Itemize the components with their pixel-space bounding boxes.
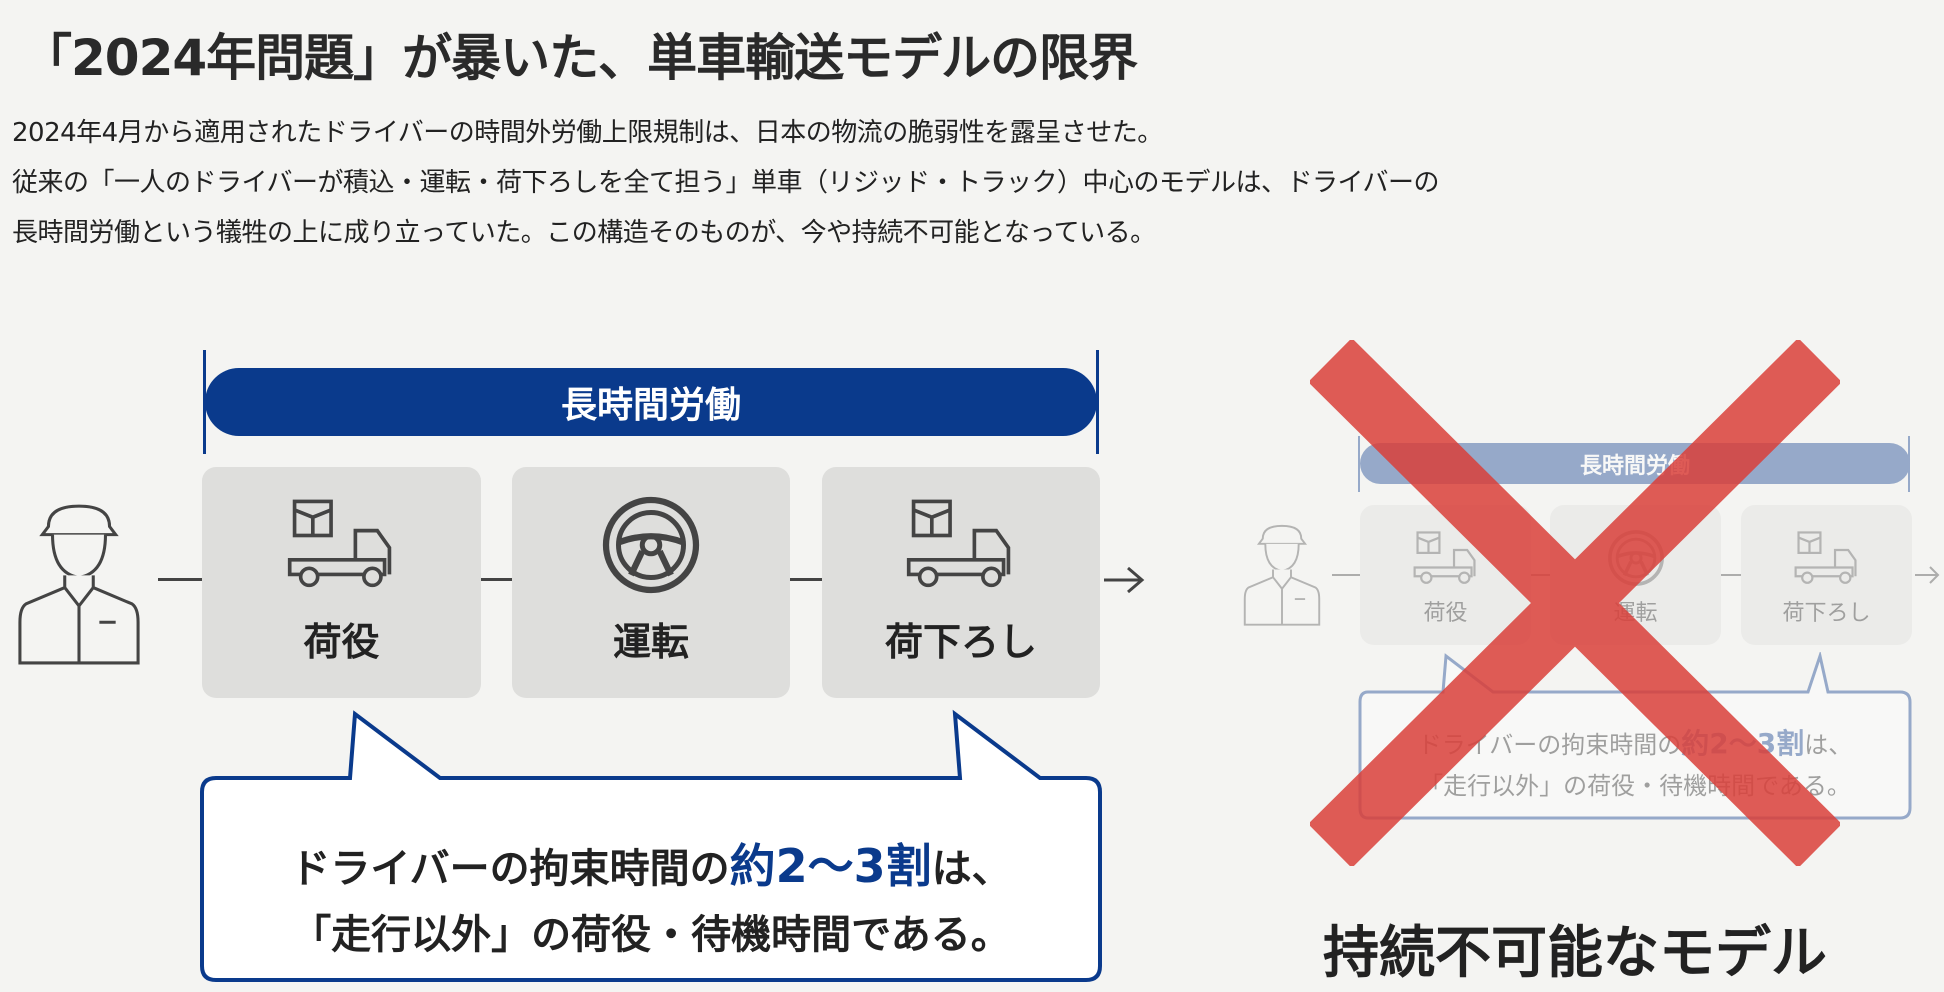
step-label: 荷下ろし [1782, 601, 1871, 626]
steering-wheel-icon [601, 495, 701, 595]
bracket-left [1358, 436, 1360, 492]
step-loading: 荷役 [202, 467, 481, 698]
bracket-right [1096, 350, 1099, 454]
callout-line-1: ドライバーの拘束時間の約2〜3割は、 [202, 830, 1100, 896]
long-hours-bar: 長時間労働 [205, 368, 1097, 436]
verdict-label: 持続不可能なモデル [1323, 921, 1827, 986]
step-label: 荷下ろし [884, 620, 1037, 664]
bracket-right [1908, 436, 1910, 492]
body-text-line: 2024年4月から適用されたドライバーの時間外労働上限規制は、日本の物流の脆弱性… [12, 118, 1163, 148]
arrow-right-icon [1915, 566, 1940, 584]
callout-line-2: 「走行以外」の荷役・待機時間である。 [291, 912, 1011, 958]
callout-bubble [200, 709, 1102, 982]
step-label: 荷役 [1423, 601, 1468, 626]
truck-box-icon [287, 499, 391, 588]
connector [1332, 574, 1360, 576]
connector [158, 578, 202, 581]
step-unloading: 荷下ろし [1741, 505, 1912, 645]
step-label: 運転 [612, 620, 689, 664]
callout-highlight: 約2〜3割 [729, 839, 932, 893]
driver-icon [18, 504, 140, 665]
step-driving: 運転 [512, 467, 790, 698]
callout-text: ドライバーの拘束時間の [290, 846, 730, 892]
step-label: 荷役 [303, 620, 380, 664]
body-text-line: 従来の「一人のドライバーが積込・運転・荷下ろしを全て担う」単車（リジッド・トラッ… [12, 168, 1439, 198]
callout-text: は、 [931, 846, 1012, 892]
red-cross-icon [1310, 340, 1840, 866]
connector [790, 578, 822, 581]
page-title: 「2024年問題」が暴いた、単車輸送モデルの限界 [22, 29, 1138, 87]
connector [481, 578, 512, 581]
connector [1721, 574, 1741, 576]
bracket-left [203, 350, 206, 454]
callout-text: は、 [1804, 731, 1853, 759]
arrow-right-icon [1104, 566, 1145, 594]
step-unloading: 荷下ろし [822, 467, 1100, 698]
truck-box-icon [906, 499, 1011, 588]
body-text-line: 長時間労働という犠牲の上に成り立っていた。この構造そのものが、今や持続不可能とな… [12, 218, 1156, 248]
